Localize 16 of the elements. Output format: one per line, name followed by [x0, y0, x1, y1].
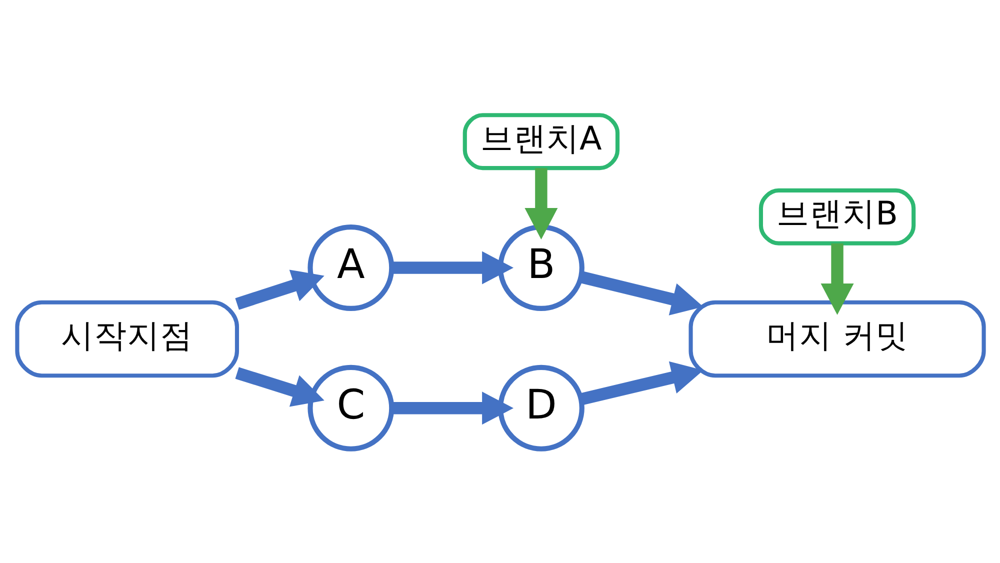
arrow [580, 360, 703, 405]
node-circle: D [497, 364, 584, 451]
node-circle: B [497, 224, 584, 310]
arrow [392, 250, 514, 284]
arrow [579, 270, 703, 315]
node-box: 시작지점 [14, 300, 239, 378]
arrow [392, 391, 514, 424]
arrow [234, 269, 324, 310]
node-circle: C [307, 364, 394, 451]
arrow [234, 366, 324, 406]
node-box: 머지 커밋 [688, 300, 986, 378]
node-box: 브랜치B [758, 188, 916, 245]
node-box: 브랜치A [462, 112, 620, 170]
arrow [820, 242, 854, 314]
node-circle: A [307, 224, 394, 310]
arrow [524, 168, 558, 239]
